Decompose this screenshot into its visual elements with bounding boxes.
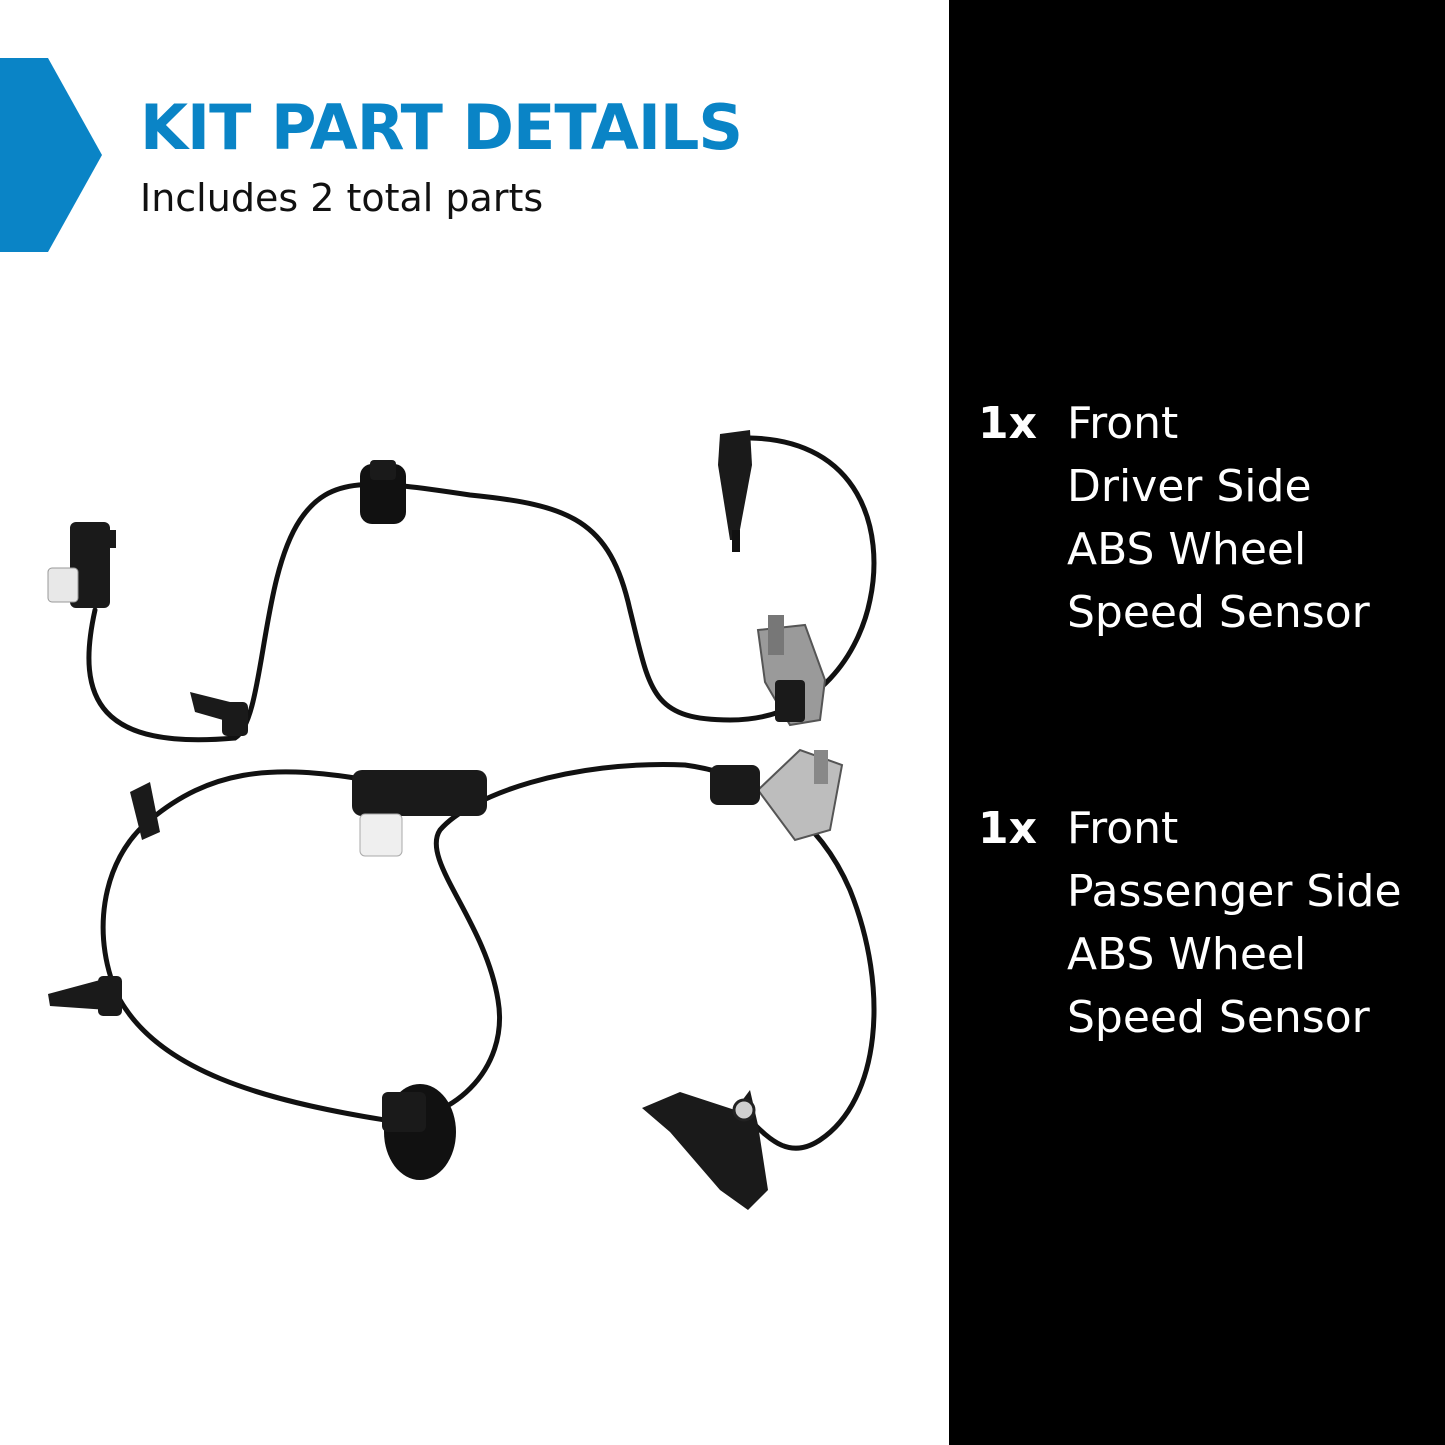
part-line: Speed Sensor xyxy=(1067,587,1370,638)
part-quantity: 1x xyxy=(978,398,1037,449)
part-line: ABS Wheel xyxy=(1067,929,1307,980)
part-quantity: 1x xyxy=(978,803,1037,854)
sensor-harness-upper xyxy=(47,430,877,743)
chevron-right-icon xyxy=(0,58,102,252)
part-line: ABS Wheel xyxy=(1067,524,1307,575)
part-line: Passenger Side xyxy=(1067,866,1402,917)
part-description: Front Driver Side ABS Wheel Speed Sensor xyxy=(1067,392,1370,644)
sensor-harness-lower-left xyxy=(48,748,877,1210)
left-panel: KIT PART DETAILS Includes 2 total parts xyxy=(0,58,877,1210)
part-line: Front xyxy=(1067,398,1179,449)
right-panel xyxy=(949,0,1445,1445)
part-description: Front Passenger Side ABS Wheel Speed Sen… xyxy=(1067,797,1402,1049)
part-line: Driver Side xyxy=(1067,461,1312,512)
page-title: KIT PART DETAILS xyxy=(140,91,743,164)
part-line: Front xyxy=(1067,803,1179,854)
abs-sensor-illustration xyxy=(47,430,877,1210)
page-subtitle: Includes 2 total parts xyxy=(140,176,544,220)
part-line: Speed Sensor xyxy=(1067,992,1370,1043)
